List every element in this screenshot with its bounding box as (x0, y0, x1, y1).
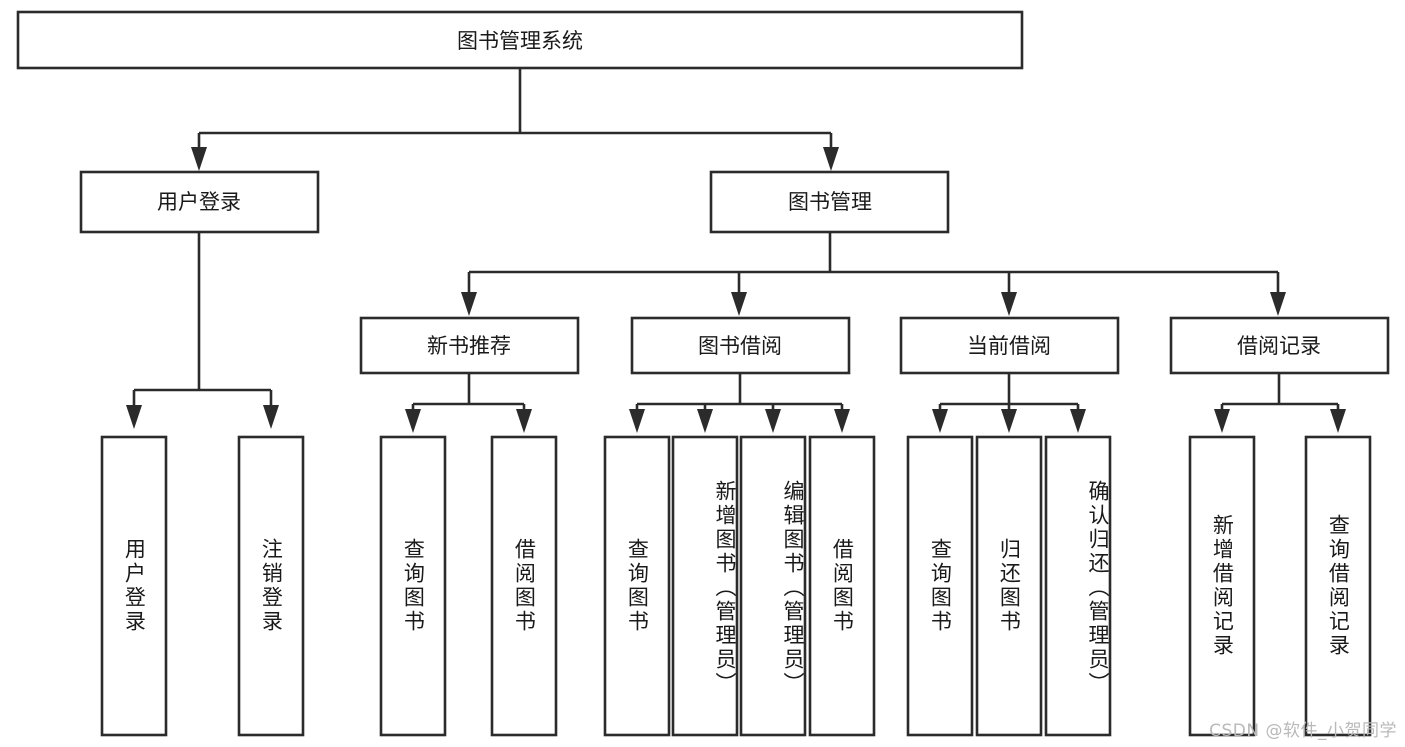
leaf-box-user-logout[interactable] (237, 435, 305, 737)
node-book-borrow[interactable]: 图书借阅 (630, 316, 851, 375)
connector-book-borrow-to-leaves (629, 373, 850, 433)
arrow-head-icon (405, 409, 421, 433)
connector-new-book-recommend-to-leaves (405, 373, 532, 433)
leaf-box-borrow-book-2[interactable] (808, 435, 876, 737)
connector-root-to-level2 (191, 68, 839, 171)
arrow-head-icon (932, 409, 948, 433)
leaf-box-borrow-book-1[interactable] (490, 435, 558, 737)
arrow-head-icon (1070, 409, 1086, 433)
connector-user-login-to-leaves (126, 232, 279, 429)
node-current-borrow-box[interactable] (899, 316, 1120, 375)
node-borrow-record-label: 借阅记录 (1237, 334, 1321, 358)
arrow-head-icon (823, 147, 839, 171)
arrow-head-icon (1270, 292, 1286, 316)
node-new-book-recommend-label: 新书推荐 (427, 334, 511, 358)
leaf-box-user-login[interactable] (100, 435, 168, 737)
arrow-head-icon (1330, 409, 1346, 433)
arrow-head-icon (697, 409, 713, 433)
arrow-head-icon (126, 405, 142, 429)
leaf-box-query-book-2[interactable] (603, 435, 671, 737)
arrow-head-icon (191, 147, 207, 171)
arrow-head-icon (1001, 409, 1017, 433)
arrow-head-icon (516, 409, 532, 433)
node-new-book-recommend[interactable]: 新书推荐 (359, 316, 580, 375)
arrow-head-icon (1214, 409, 1230, 433)
node-book-manage[interactable]: 图书管理 (709, 170, 950, 234)
leaf-box-confirm-return[interactable] (1044, 435, 1112, 737)
leaf-box-edit-book[interactable] (739, 435, 807, 737)
node-user-login[interactable]: 用户登录 (79, 170, 320, 234)
node-current-borrow[interactable]: 当前借阅 (899, 316, 1120, 375)
arrow-head-icon (461, 292, 477, 316)
node-user-login-label: 用户登录 (157, 190, 241, 214)
node-new-book-recommend-box[interactable] (359, 316, 580, 375)
arrow-head-icon (263, 405, 279, 429)
leaf-box-add-book[interactable] (671, 435, 739, 737)
leaf-box-add-record[interactable] (1188, 435, 1256, 737)
connector-current-borrow-to-leaves (932, 373, 1086, 433)
connector-book-manage-to-level3 (461, 232, 1286, 316)
node-root-box[interactable] (16, 10, 1024, 70)
arrow-head-icon (731, 292, 747, 316)
node-root-label: 图书管理系统 (457, 29, 583, 53)
node-user-login-box[interactable] (79, 170, 320, 234)
leaf-box-query-book-3[interactable] (906, 435, 974, 737)
leaf-box-query-record[interactable] (1304, 435, 1372, 737)
arrow-head-icon (765, 409, 781, 433)
node-book-borrow-label: 图书借阅 (698, 334, 782, 358)
arrow-head-icon (834, 409, 850, 433)
node-borrow-record[interactable]: 借阅记录 (1169, 316, 1390, 375)
leaf-box-query-book-1[interactable] (379, 435, 447, 737)
arrow-head-icon (1001, 292, 1017, 316)
node-root[interactable]: 图书管理系统 (16, 10, 1024, 70)
leaf-box-return-book[interactable] (975, 435, 1043, 737)
csdn-watermark: CSDN @软件_小贺同学 (1209, 721, 1397, 741)
connector-borrow-record-to-leaves (1214, 373, 1346, 433)
node-book-manage-label: 图书管理 (788, 190, 872, 214)
arrow-head-icon (629, 409, 645, 433)
node-current-borrow-label: 当前借阅 (967, 334, 1051, 358)
